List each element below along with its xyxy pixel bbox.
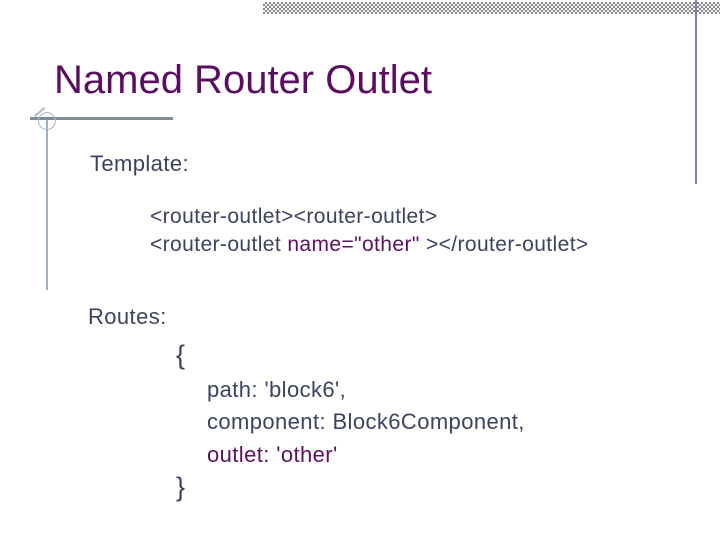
- template-code-line-1: <router-outlet><router-outlet>: [150, 205, 438, 228]
- routes-close-brace: }: [176, 472, 186, 502]
- routes-label: Routes:: [88, 304, 167, 329]
- right-vertical-rule: [695, 0, 697, 184]
- routes-open-brace: {: [176, 340, 186, 370]
- template-label: Template:: [90, 151, 189, 176]
- template-code-line-2: <router-outlet name="other" ></router-ou…: [150, 233, 589, 257]
- code-segment-suffix: ></router-outlet>: [419, 233, 589, 256]
- code-segment-prefix: <router-outlet: [150, 233, 288, 256]
- ornament-vertical-line: [46, 120, 48, 290]
- slide-title: Named Router Outlet: [54, 58, 432, 102]
- checker-pattern-bar: [263, 2, 720, 14]
- ornament-horizontal-line: [30, 117, 173, 120]
- routes-code-outlet-line: outlet: 'other': [207, 442, 338, 467]
- routes-code-component-line: component: Block6Component,: [207, 409, 525, 434]
- code-segment-highlight: name="other": [287, 233, 420, 256]
- routes-code-path-line: path: 'block6',: [207, 377, 347, 402]
